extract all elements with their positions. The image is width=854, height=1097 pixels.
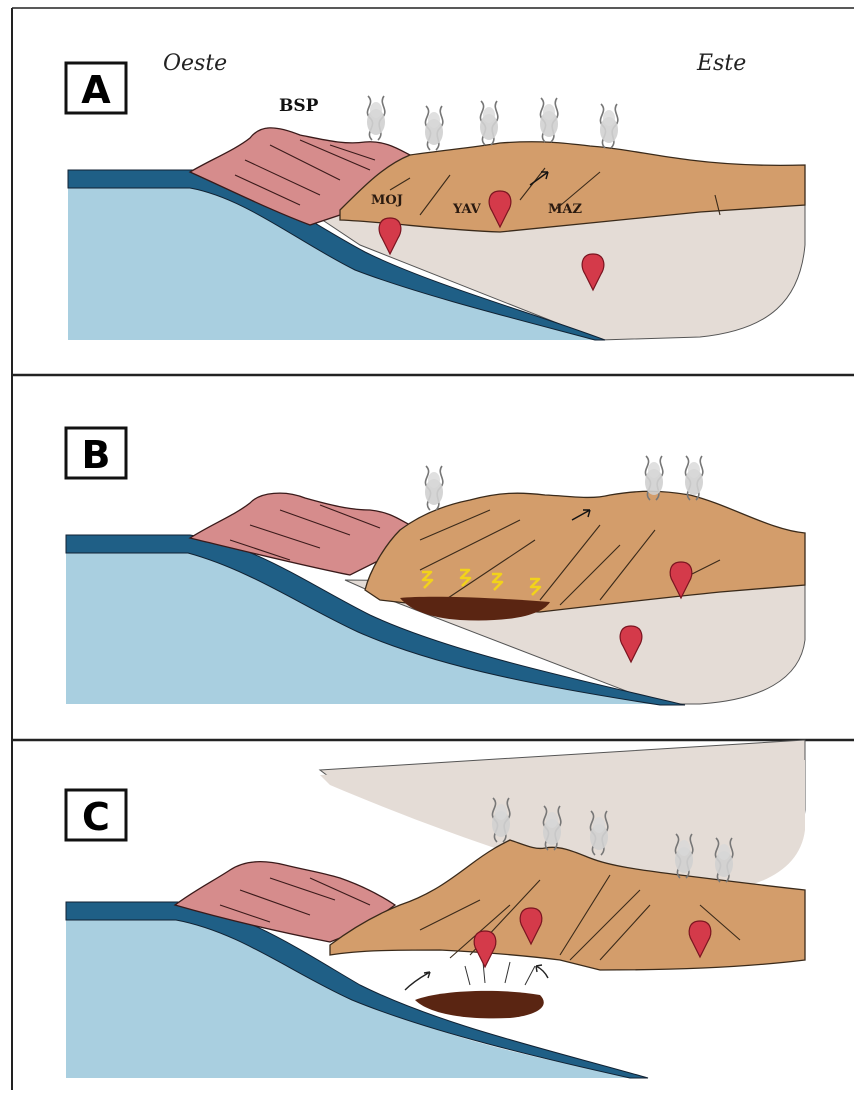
panel-a: A Oeste Este BSP MOJ YAV MAZ <box>66 51 805 340</box>
bsp-label: BSP <box>279 96 319 116</box>
east-label: Este <box>696 51 746 76</box>
yav-label: YAV <box>452 202 482 217</box>
panel-b: B <box>66 428 805 705</box>
maz-label: MAZ <box>548 202 582 217</box>
panel-letter-b: B <box>82 433 111 477</box>
panel-c: C <box>66 740 805 1078</box>
panel-letter-c: C <box>82 795 110 839</box>
panel-letter-a: A <box>81 68 111 112</box>
moj-label: MOJ <box>371 193 403 208</box>
magma-drop <box>474 931 496 967</box>
melt-lens-c <box>415 991 544 1019</box>
west-label: Oeste <box>163 51 227 76</box>
